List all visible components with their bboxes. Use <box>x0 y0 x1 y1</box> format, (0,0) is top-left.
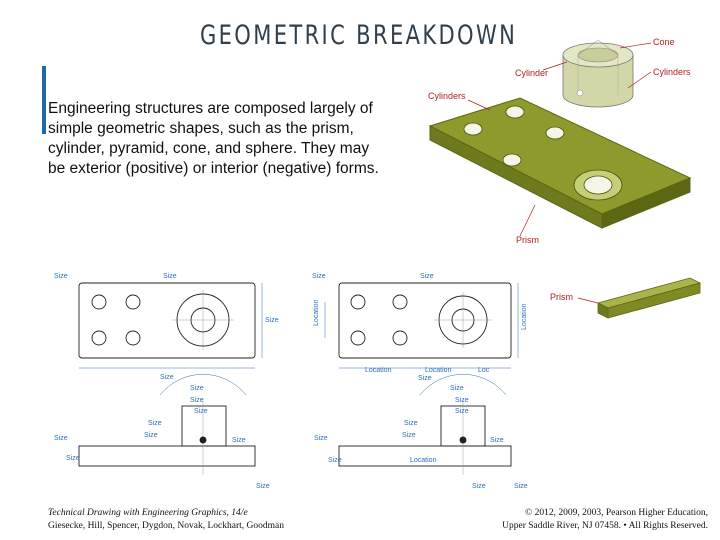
dim-location-2: Location <box>425 367 452 374</box>
callout-cylinders-right: Cylinders <box>653 67 691 77</box>
dim-size-3: Size <box>160 374 174 381</box>
dim-loc: Loc <box>478 367 490 374</box>
dim-location-4: Location <box>521 303 528 330</box>
dim-size-10: Size <box>194 408 208 415</box>
dim-size-8: Size <box>190 385 204 392</box>
dim-location-5: Location <box>410 457 437 464</box>
dim-size-19: Size <box>455 408 469 415</box>
dim-size-20: Size <box>404 420 418 427</box>
dim-size-17: Size <box>450 385 464 392</box>
dim-size-4: Size <box>265 317 279 324</box>
dim-size-16: Size <box>256 483 270 490</box>
front-view-right <box>338 374 512 475</box>
footer-copyright-line1: © 2012, 2009, 2003, Pearson Higher Educa… <box>525 508 708 518</box>
dim-size-18: Size <box>455 397 469 404</box>
footer-copyright-line2: Upper Saddle River, NJ 07458. • All Righ… <box>502 520 708 531</box>
top-view-right <box>324 282 519 369</box>
dim-size-6: Size <box>420 273 434 280</box>
dim-size-2: Size <box>163 273 177 280</box>
dim-size-24: Size <box>328 457 342 464</box>
dim-location-3: Location <box>313 299 320 326</box>
dim-size-7: Size <box>418 375 432 382</box>
dim-size-12: Size <box>144 432 158 439</box>
body-text: Engineering structures are composed larg… <box>48 100 379 177</box>
top-view-left <box>78 282 263 369</box>
dim-size-21: Size <box>402 432 416 439</box>
dim-size-9: Size <box>190 397 204 404</box>
dim-size-22: Size <box>314 435 328 442</box>
footer-citation: Technical Drawing with Engineering Graph… <box>48 507 348 532</box>
dim-size-11: Size <box>148 420 162 427</box>
footer-copyright: © 2012, 2009, 2003, Pearson Higher Educa… <box>450 507 708 532</box>
callout-prism-block: Prism <box>516 235 539 245</box>
callout-cylinders-left: Cylinders <box>428 91 466 101</box>
callouts <box>467 42 652 304</box>
cylinder-cone-solid <box>562 39 634 108</box>
dim-size-15: Size <box>66 455 80 462</box>
callout-cylinder: Cylinder <box>515 68 548 78</box>
dim-size-14: Size <box>232 437 246 444</box>
dim-size-13: Size <box>54 435 68 442</box>
prism-block-solid <box>428 97 692 229</box>
dim-size-26: Size <box>514 483 528 490</box>
accent-bar <box>42 66 46 134</box>
footer-book-title: Technical Drawing with Engineering Graph… <box>48 508 248 518</box>
dim-size-23: Size <box>490 437 504 444</box>
dim-location-1: Location <box>365 367 392 374</box>
front-view-left <box>78 374 256 475</box>
dim-size-25: Size <box>472 483 486 490</box>
callout-cone: Cone <box>653 37 675 47</box>
dim-size-1: Size <box>54 273 68 280</box>
dim-size-5: Size <box>312 273 326 280</box>
callout-prism-bar: Prism <box>550 292 573 302</box>
footer-authors: Giesecke, Hill, Spencer, Dygdon, Novak, … <box>48 520 285 531</box>
prism-bar-solid <box>596 277 702 319</box>
